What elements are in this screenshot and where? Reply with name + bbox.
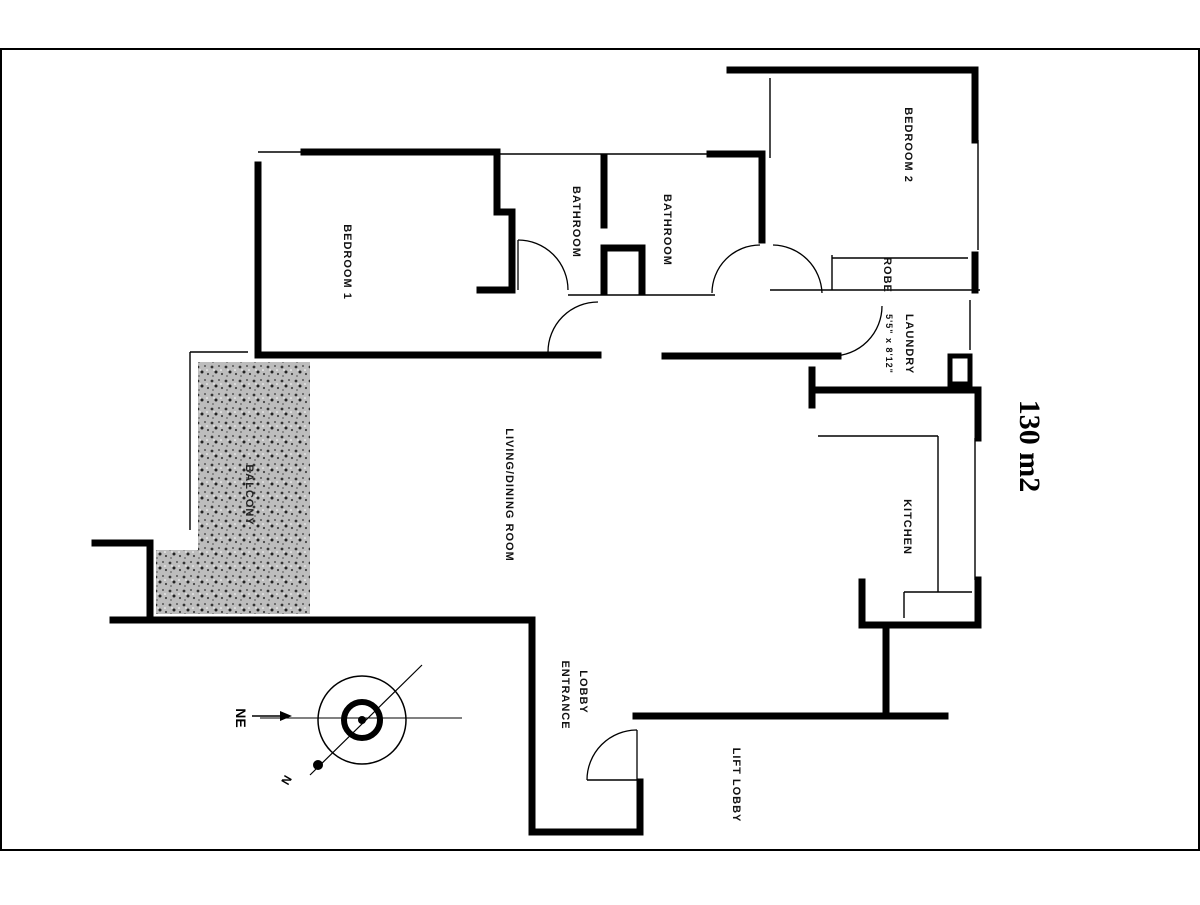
compass-ne-label: NE — [233, 708, 249, 727]
door-swings — [517, 239, 883, 781]
compass-icon: NE N — [233, 664, 462, 788]
label-bathroom-1: BATHROOM — [570, 186, 582, 258]
label-robe: ROBE — [881, 257, 893, 293]
kitchen-walls — [818, 435, 982, 716]
living-walls — [661, 300, 982, 442]
bedroom-2-walls — [726, 66, 980, 294]
label-laundry: LAUNDRY — [903, 314, 915, 374]
bedroom-1-walls — [254, 148, 602, 359]
drawing-border — [0, 48, 1200, 851]
balcony-area — [156, 351, 310, 614]
compass-n-label: N — [278, 773, 294, 788]
label-laundry-dims: 5'5" x 8'12" — [884, 314, 894, 374]
label-kitchen: KITCHEN — [901, 499, 913, 555]
label-living-dining: LIVING/DINING ROOM — [503, 428, 515, 562]
label-lift-lobby: LIFT LOBBY — [730, 748, 742, 823]
label-entrance-lobby: LOBBY — [577, 670, 589, 714]
label-bedroom-2: BEDROOM 2 — [902, 107, 914, 183]
label-entrance: ENTRANCE — [559, 660, 571, 729]
label-bathroom-2: BATHROOM — [661, 194, 673, 266]
bathroom-walls — [500, 150, 766, 296]
label-bedroom-1: BEDROOM 1 — [341, 224, 353, 300]
area-label: 130 m2 — [1013, 400, 1046, 493]
label-balcony: BALCONY — [243, 464, 255, 525]
entrance-walls — [91, 539, 949, 836]
